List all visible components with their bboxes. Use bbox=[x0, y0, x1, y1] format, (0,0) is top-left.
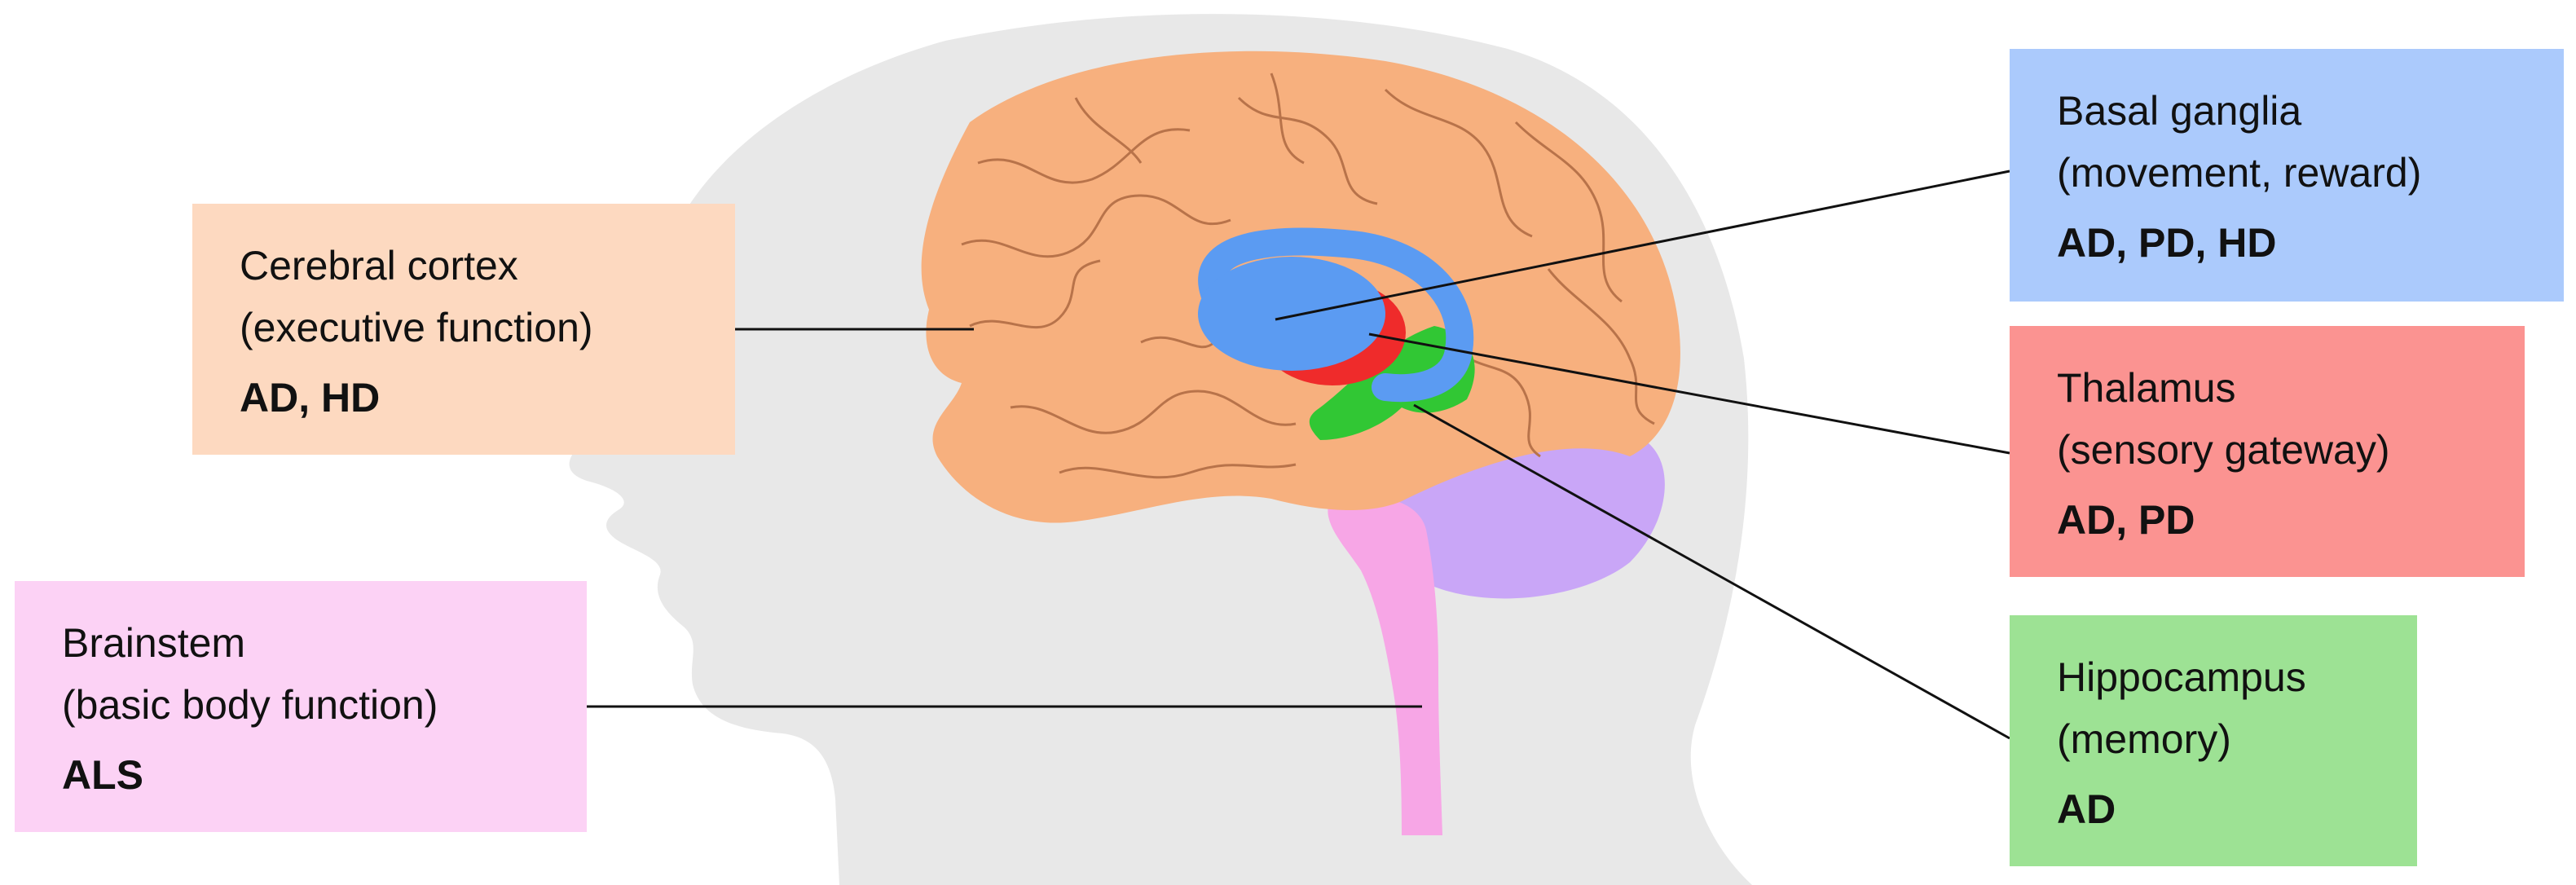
cortex-title: Cerebral cortex bbox=[240, 243, 518, 288]
cortex-gyri bbox=[961, 73, 1655, 479]
label-basal-ganglia: Basal ganglia (movement, reward) AD, PD,… bbox=[2010, 49, 2564, 302]
brainstem-function: (basic body function) bbox=[62, 682, 438, 728]
label-cerebral-cortex: Cerebral cortex (executive function) AD,… bbox=[192, 204, 735, 455]
line-thalamus bbox=[1368, 332, 2010, 455]
thalamus-diseases: AD, PD bbox=[2057, 497, 2195, 543]
line-basal bbox=[1275, 170, 2010, 321]
thalamus-title: Thalamus bbox=[2057, 365, 2236, 411]
brainstem-title: Brainstem bbox=[62, 620, 246, 666]
brainstem-shape bbox=[1328, 497, 1442, 835]
cortex-diseases: AD, HD bbox=[240, 375, 381, 420]
hippo-diseases: AD bbox=[2057, 786, 2116, 832]
basal-diseases: AD, PD, HD bbox=[2057, 220, 2277, 266]
label-hippocampus: Hippocampus (memory) AD bbox=[2010, 615, 2417, 866]
basal-ganglia-shape bbox=[1198, 257, 1385, 371]
line-hippo bbox=[1413, 403, 2010, 740]
thalamus-function: (sensory gateway) bbox=[2057, 427, 2390, 473]
label-thalamus: Thalamus (sensory gateway) AD, PD bbox=[2010, 326, 2525, 577]
basal-ganglia-arc bbox=[1198, 227, 1474, 403]
basal-function: (movement, reward) bbox=[2057, 150, 2422, 196]
brainstem-diseases: ALS bbox=[62, 752, 143, 798]
cortex-function: (executive function) bbox=[240, 305, 593, 350]
label-brainstem: Brainstem (basic body function) ALS bbox=[15, 581, 587, 832]
leader-lines bbox=[587, 170, 2010, 740]
basal-title: Basal ganglia bbox=[2057, 88, 2302, 134]
hippo-function: (memory) bbox=[2057, 716, 2231, 762]
hippo-title: Hippocampus bbox=[2057, 654, 2306, 700]
